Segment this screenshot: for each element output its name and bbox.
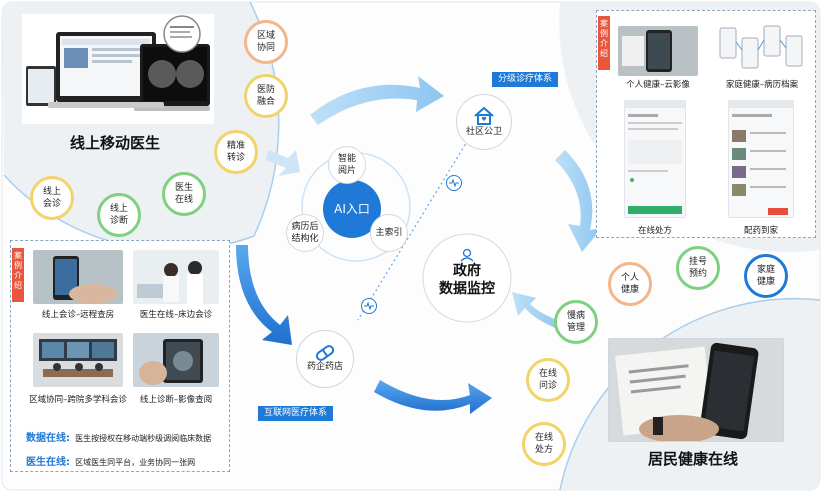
circle-fusion-label: 医防 融合 (256, 85, 275, 107)
circle-register: 挂号 预约 (676, 246, 720, 290)
caption-family-records: 家庭健康–病历档案 (725, 80, 799, 90)
circle-online_rx: 在线 处方 (522, 422, 566, 466)
hub-ring-record_struct: 病历后 结构化 (286, 214, 324, 252)
photo-mdt (33, 333, 123, 387)
caption-mdt: 区域协同–跨院多学科会诊 (29, 395, 127, 405)
circle-precise-label: 精准 转诊 (226, 141, 245, 163)
hub-ring-record_struct-label: 病历后 结构化 (291, 222, 319, 244)
node-pharmacy: 药企药店 (296, 330, 354, 388)
caption-remote-rounds: 线上会诊–远程查房 (41, 310, 115, 320)
photo-family-records (716, 22, 808, 74)
photo-cloud-imaging (618, 26, 698, 76)
circle-regional: 区域 协同 (244, 20, 288, 64)
hub-ai-entry-label: AI入口 (334, 202, 370, 216)
title-online-mobile-doctor: 线上移动医生 (70, 134, 161, 152)
data-online-line: 数据在线: 医生按授权在移动端秒级调阅临床数据 (26, 426, 211, 445)
screenshot-delivery (728, 100, 794, 218)
label-internet-system: 互联网医疗体系 (258, 406, 334, 421)
dotted-link (357, 139, 469, 321)
circle-chronic-label: 慢病 管理 (566, 311, 585, 333)
node-pharmacy-label: 药企药店 (306, 362, 343, 372)
label-tiered-system: 分级诊疗体系 (492, 72, 559, 87)
photo-remote-rounds (33, 250, 123, 304)
pulse-icon (361, 298, 377, 314)
doctor-online-label: 医生在线: (26, 457, 70, 468)
caption-imaging: 线上诊断–影像查阅 (139, 395, 213, 405)
house-icon (474, 106, 494, 125)
data-online-label: 数据在线: (26, 433, 70, 444)
circle-personal-label: 个人 健康 (620, 273, 639, 295)
hub-ring-main_index: 主索引 (370, 214, 408, 252)
photo-resident-health (608, 338, 784, 442)
circle-online_consult: 线上 会诊 (30, 176, 74, 220)
circle-online_diag: 线上 诊断 (97, 193, 141, 237)
circle-family-label: 家庭 健康 (756, 265, 775, 287)
circle-fusion: 医防 融合 (244, 74, 288, 118)
circle-online_consult2: 在线 问诊 (526, 358, 570, 402)
govt-data-monitor-label: 政府 数据监控 (439, 263, 495, 297)
caption-delivery: 配药到家 (743, 226, 778, 236)
pulse-icon (446, 175, 462, 191)
pill-icon (315, 345, 335, 361)
circle-doctor_online-label: 医生 在线 (174, 183, 193, 205)
doctor-online-line: 医生在线: 区域医生同平台，业务协同一张网 (26, 450, 195, 469)
circle-online_consult2-label: 在线 问诊 (538, 369, 557, 391)
photo-imaging (133, 333, 219, 387)
arrow-top (310, 76, 444, 125)
data-online-text: 医生按授权在移动端秒级调阅临床数据 (75, 434, 212, 443)
doctor-online-text: 区域医生同平台，业务协同一张网 (75, 458, 196, 467)
circle-online_diag-label: 线上 诊断 (109, 204, 128, 226)
node-community-label: 社区公卫 (465, 127, 502, 137)
arrow-small (266, 150, 300, 176)
circle-chronic: 慢病 管理 (554, 300, 598, 344)
photo-bedside (133, 250, 219, 304)
devices-illustration (22, 14, 214, 124)
caption-bedside: 医生在线–床边会诊 (139, 310, 213, 320)
caption-online-rx: 在线处方 (637, 226, 672, 236)
circle-online_consult-label: 线上 会诊 (42, 187, 61, 209)
circle-personal: 个人 健康 (608, 262, 652, 306)
arrow-into-govt (512, 292, 562, 330)
circle-doctor_online: 医生 在线 (162, 172, 206, 216)
hub-ring-main_index-label: 主索引 (375, 228, 403, 238)
title-resident-health: 居民健康在线 (648, 450, 739, 468)
caption-cloud-imaging: 个人健康–云影像 (626, 80, 690, 90)
node-community: 社区公卫 (456, 94, 512, 150)
hub-ring-smart_reading: 智能 阅片 (328, 146, 366, 184)
circle-online_rx-label: 在线 处方 (534, 433, 553, 455)
govt-data-monitor: 政府 数据监控 (423, 248, 511, 312)
circle-family: 家庭 健康 (744, 254, 788, 298)
right-case-tag: 案例介绍 (598, 16, 610, 70)
arrow-bottom (374, 380, 492, 414)
circle-register-label: 挂号 预约 (688, 257, 707, 279)
circle-precise: 精准 转诊 (214, 130, 258, 174)
left-case-tag: 案例介绍 (12, 248, 24, 302)
circle-regional-label: 区域 协同 (256, 31, 275, 53)
screenshot-online-rx (624, 100, 686, 218)
user-icon (460, 248, 474, 262)
arrow-right (555, 150, 602, 252)
hub-ring-smart_reading-label: 智能 阅片 (337, 154, 356, 176)
arrow-left (236, 245, 292, 345)
